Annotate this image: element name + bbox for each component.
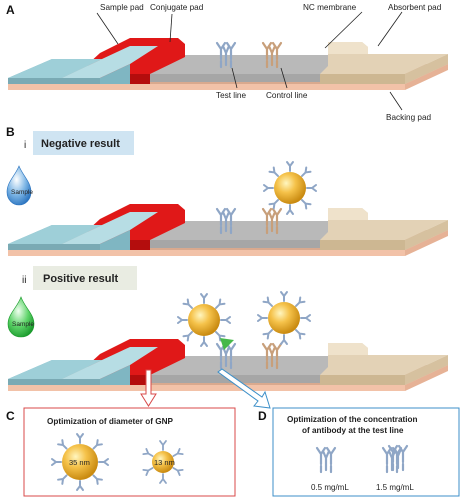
panel-a-letter: A: [6, 3, 15, 17]
label-backing-pad: Backing pad: [386, 113, 432, 122]
panel-d-title-line1: Optimization of the concentration: [287, 415, 418, 424]
gnp-small: 13 nm: [142, 440, 184, 484]
sample-text-negative: Sample: [11, 189, 33, 196]
label-sample-pad: Sample pad: [100, 3, 144, 12]
panel-c-title: Optimization of diameter of GNP: [47, 417, 174, 426]
gnp-conjugate-negative: [263, 161, 317, 215]
panel-a: A Sample pad Conjugate pad NC membrane A…: [6, 3, 448, 122]
positive-result-label: Positive result: [43, 273, 119, 285]
gnp-large: 35 nm: [51, 433, 109, 491]
sub-ii-label: ii: [22, 275, 26, 286]
negative-result-label: Negative result: [41, 138, 120, 150]
panel-c-box: [23, 407, 236, 497]
gnp-conjugate-positive-free: [257, 291, 311, 345]
sample-drop-green: Sample: [7, 296, 34, 338]
arrow-to-d: [217, 368, 271, 409]
conc-high-label: 1.5 mg/mL: [376, 483, 414, 492]
panel-b-letter: B: [6, 125, 15, 139]
panel-d-title-line2: of antibody at the test line: [302, 426, 404, 435]
gnp-small-label: 13 nm: [154, 458, 175, 467]
negative-result-box: [33, 131, 134, 155]
label-nc-membrane: NC membrane: [303, 3, 357, 12]
label-control-line: Control line: [266, 91, 308, 100]
panel-c-letter: C: [6, 409, 15, 423]
analyte-triangle: [220, 338, 234, 350]
label-absorbent-pad: Absorbent pad: [388, 3, 442, 12]
label-test-line: Test line: [216, 91, 246, 100]
panel-d-box: [272, 407, 460, 497]
panel-d: D Optimization of the concentration of a…: [258, 407, 460, 497]
panel-b: B i Negative result Sample ii Positive r…: [6, 125, 448, 409]
sample-text-positive: Sample: [12, 321, 34, 328]
conc-low-label: 0.5 mg/mL: [311, 483, 349, 492]
panel-d-letter: D: [258, 409, 267, 423]
gnp-large-label: 35 nm: [69, 458, 90, 467]
label-conjugate-pad: Conjugate pad: [150, 3, 204, 12]
panel-c: C Optimization of diameter of GNP 35 nm: [6, 407, 236, 497]
positive-result-box: [33, 266, 137, 290]
sub-i-label: i: [24, 140, 26, 151]
gnp-conjugate-positive-bound: [177, 293, 231, 347]
arrow-to-c: [140, 369, 157, 407]
sample-drop-blue: Sample: [6, 165, 33, 206]
